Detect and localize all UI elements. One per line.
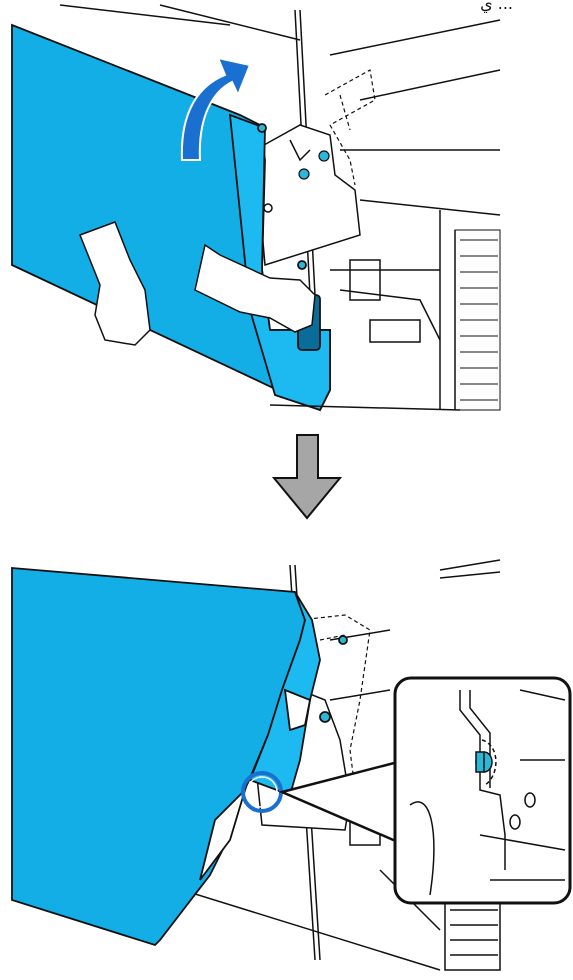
pin-icon [319,151,329,161]
step-1-panel [12,5,500,410]
down-arrow-icon [274,435,340,518]
pin-icon [299,169,309,179]
mount-bracket [255,125,360,265]
grille [455,230,500,410]
zoom-callout-icon [395,678,570,903]
step-2-panel [12,560,570,970]
cropped-caption-text: ... ي [480,0,513,13]
cover-panel [12,568,347,945]
